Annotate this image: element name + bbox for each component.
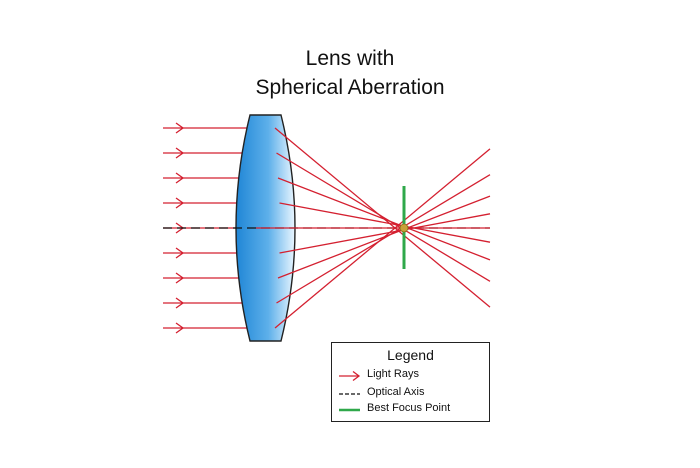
red-arrow-icon bbox=[339, 370, 361, 382]
refracted-ray bbox=[274, 127, 491, 308]
legend-title: Legend bbox=[387, 347, 434, 363]
refracted-ray bbox=[277, 177, 491, 261]
ray-arrowhead bbox=[175, 147, 185, 159]
ray-arrowhead bbox=[175, 247, 185, 259]
legend-box: Legend Light Rays Optical Axis Best Focu… bbox=[331, 342, 490, 422]
refracted-ray bbox=[279, 202, 491, 243]
legend-label-light-rays: Light Rays bbox=[367, 368, 419, 380]
refracted-ray bbox=[276, 174, 491, 304]
ray-arrowhead bbox=[175, 172, 185, 184]
ray-arrowhead bbox=[175, 272, 185, 284]
dashed-line-icon bbox=[339, 393, 360, 395]
title-line-2: Spherical Aberration bbox=[255, 76, 445, 99]
ray-arrowhead bbox=[175, 297, 185, 309]
green-line-icon bbox=[339, 408, 360, 412]
legend-label-best-focus: Best Focus Point bbox=[367, 402, 451, 414]
ray-arrowhead bbox=[175, 197, 185, 209]
refracted-ray bbox=[274, 148, 491, 329]
ray-arrowhead bbox=[175, 322, 185, 334]
refracted-ray bbox=[279, 213, 491, 254]
refracted-ray bbox=[276, 152, 491, 282]
title-line-1: Lens with bbox=[305, 47, 395, 70]
refracted-light-rays bbox=[256, 127, 491, 329]
ray-arrowhead bbox=[175, 122, 185, 134]
focus-point-marker bbox=[399, 223, 409, 233]
diagram-title: Lens with Spherical Aberration bbox=[0, 44, 700, 102]
legend-label-optical-axis: Optical Axis bbox=[367, 386, 425, 398]
